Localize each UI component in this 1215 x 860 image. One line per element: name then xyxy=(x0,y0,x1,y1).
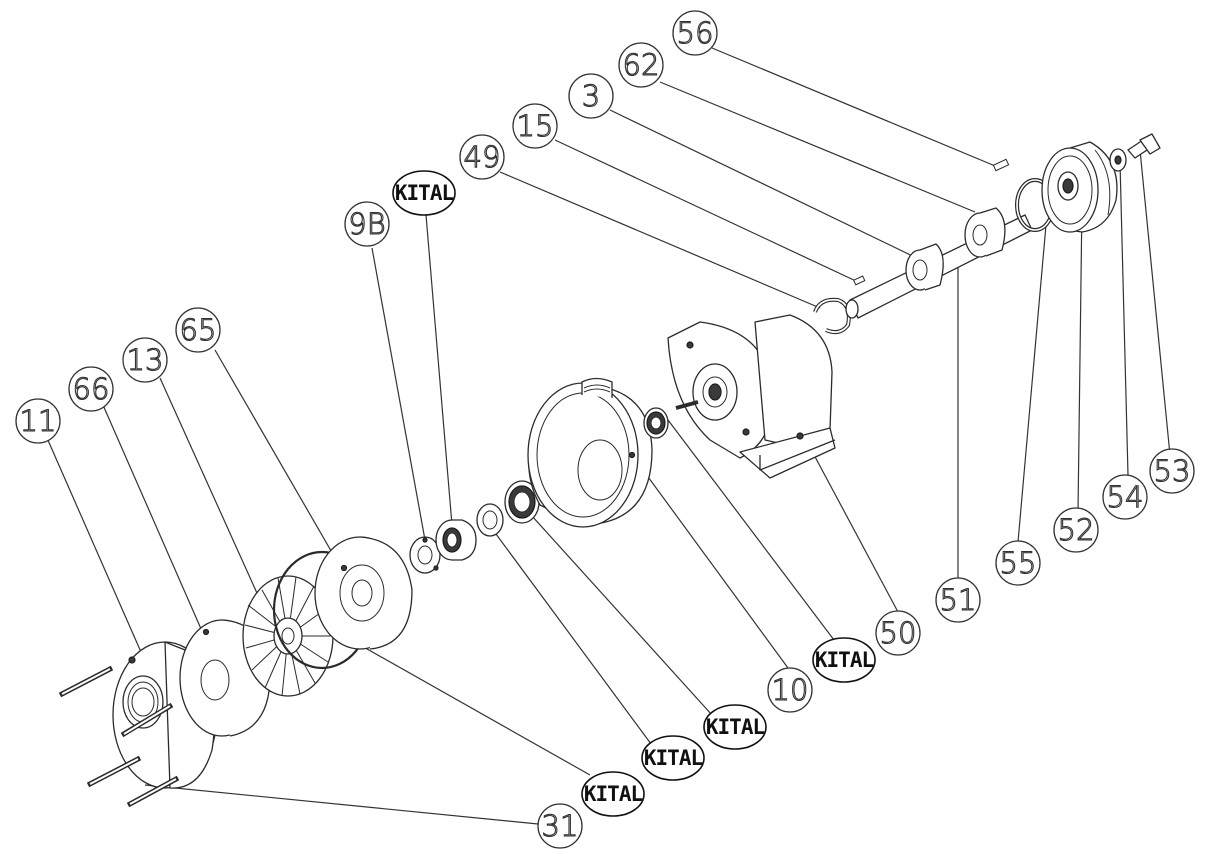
kital-callout-washer: KITAL xyxy=(641,735,705,781)
callout-10: 10 xyxy=(767,667,813,713)
small-washer-part xyxy=(1109,148,1127,172)
pump-casing-part xyxy=(527,377,653,528)
kital-top-label: KITAL xyxy=(395,181,454,205)
callout-56-label: 56 xyxy=(677,16,714,50)
callout-50: 50 xyxy=(875,610,921,656)
callout-55-label: 55 xyxy=(1000,546,1037,580)
callout-49: 49 xyxy=(459,134,505,180)
casing-insert-part xyxy=(314,536,413,650)
impeller-nut-part xyxy=(409,536,441,574)
seal-housing-part xyxy=(435,519,477,561)
callout-9b-label: 9B xyxy=(348,207,385,241)
callout-31-label: 31 xyxy=(542,809,579,843)
washer-part xyxy=(476,503,504,537)
kital-oring-label: KITAL xyxy=(584,782,643,806)
callout-15-label: 15 xyxy=(517,109,554,143)
callout-50-label: 50 xyxy=(880,616,917,650)
clip-part xyxy=(813,297,851,335)
kital-callout-bearing: KITAL xyxy=(812,637,876,683)
callout-53: 53 xyxy=(1149,448,1195,494)
callout-9b: 9B xyxy=(344,201,390,247)
callout-13-label: 13 xyxy=(127,343,164,377)
callout-13: 13 xyxy=(122,337,168,383)
callout-3: 3 xyxy=(568,73,614,119)
callout-10-label: 10 xyxy=(772,673,809,707)
leader-lines xyxy=(46,47,1171,825)
callout-56: 56 xyxy=(672,10,718,56)
callout-62-label: 62 xyxy=(623,48,660,82)
callout-11: 11 xyxy=(15,398,61,444)
shaft-part xyxy=(845,158,1033,319)
callout-62: 62 xyxy=(618,42,664,88)
callout-11-label: 11 xyxy=(20,404,57,438)
kital-seal-ring-label: KITAL xyxy=(706,715,765,739)
callout-49-label: 49 xyxy=(464,140,501,174)
kital-callout-top: KITAL xyxy=(392,170,456,216)
callout-52-label: 52 xyxy=(1058,513,1095,547)
callout-51-label: 51 xyxy=(940,583,977,617)
bolts-part xyxy=(58,665,180,808)
kital-callout-seal-ring: KITAL xyxy=(703,704,767,750)
kital-callout-oring: KITAL xyxy=(581,771,645,817)
callout-65: 65 xyxy=(175,307,221,353)
callout-31: 31 xyxy=(537,803,583,849)
seal-ring-part xyxy=(504,480,540,524)
callout-55: 55 xyxy=(995,540,1041,586)
callout-53-label: 53 xyxy=(1154,454,1191,488)
callout-51: 51 xyxy=(935,577,981,623)
kital-bearing-label: KITAL xyxy=(815,648,874,672)
kital-washer-label: KITAL xyxy=(644,746,703,770)
callout-66-label: 66 xyxy=(73,372,110,406)
pulley-part xyxy=(1041,141,1118,233)
callout-3-label: 3 xyxy=(582,79,600,113)
callout-52: 52 xyxy=(1053,507,1099,553)
callout-54-label: 54 xyxy=(1107,480,1144,514)
bearing-part xyxy=(643,407,669,439)
callout-66: 66 xyxy=(68,366,114,412)
callout-15: 15 xyxy=(512,103,558,149)
pulley-bolt-part xyxy=(1127,133,1161,159)
bearing-frame-part xyxy=(667,314,836,479)
callout-54: 54 xyxy=(1102,474,1148,520)
callout-65-label: 65 xyxy=(180,313,217,347)
